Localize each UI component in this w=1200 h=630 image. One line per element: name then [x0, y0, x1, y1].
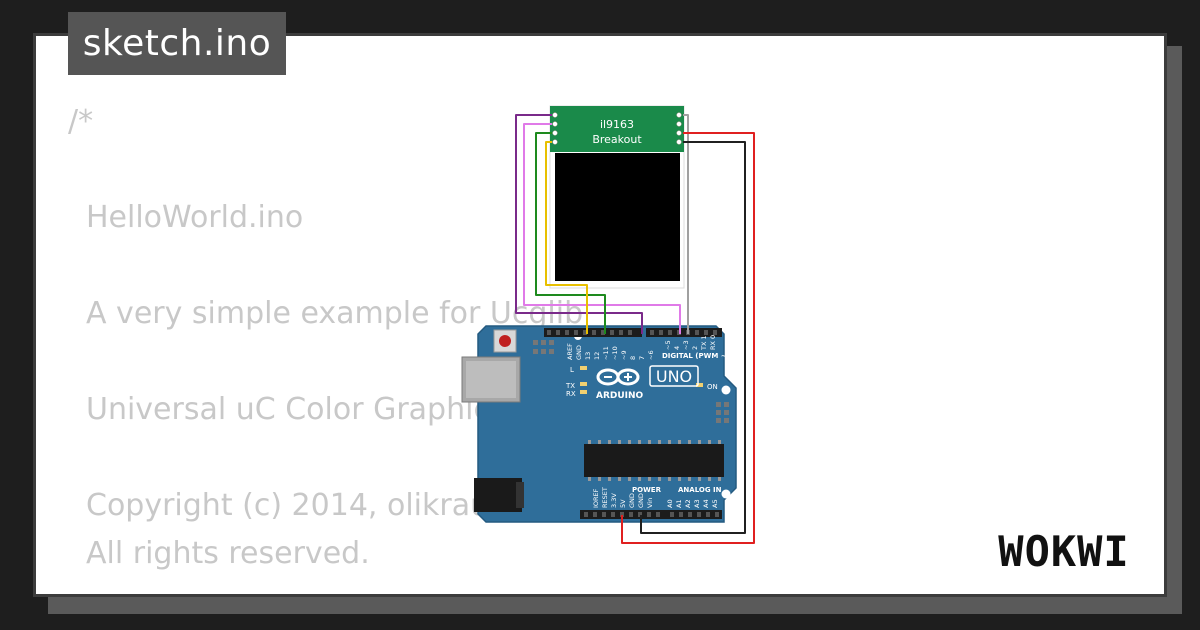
- pin-label: A1: [675, 499, 683, 508]
- pin-label: 4: [673, 346, 681, 350]
- wokwi-logo: WOKWI: [998, 527, 1129, 576]
- pin-label: RESET: [601, 487, 609, 508]
- display-subtitle: Breakout: [592, 133, 642, 146]
- pin-label: ~9: [620, 350, 628, 360]
- pin-label: GND: [637, 493, 645, 508]
- pin-label: ~6: [647, 350, 655, 360]
- pin-label: 2: [691, 346, 699, 350]
- digital-header-right: [646, 328, 722, 337]
- pin-label: GND: [628, 493, 636, 508]
- power-jack: [474, 478, 522, 512]
- pin-label: 13: [584, 352, 592, 360]
- on-led-label: ON: [707, 383, 718, 391]
- wires: [515, 114, 755, 544]
- wire-yellow: [545, 141, 588, 334]
- rx-led-label: RX: [566, 390, 576, 398]
- pin-label: A2: [684, 499, 692, 508]
- atmega-chip: [584, 444, 724, 477]
- wire-pink: [523, 123, 681, 334]
- pin-label: A3: [693, 499, 701, 508]
- pin-label: 3.3V: [610, 493, 618, 508]
- analog-header: [666, 510, 722, 519]
- wokwi-logo-text: WOKWI: [998, 527, 1129, 576]
- display-header: [550, 106, 684, 152]
- pin-label: 5V: [619, 499, 627, 508]
- pin-label: Vin: [646, 498, 654, 508]
- pin-label: RX 0: [709, 335, 717, 350]
- pin-label: ~10: [611, 346, 619, 360]
- code-line: HelloWorld.ino: [86, 200, 304, 235]
- pin-label: TX 1: [700, 335, 708, 351]
- pin-label: AREF: [566, 343, 574, 360]
- analog-label: ANALOG IN: [678, 486, 722, 494]
- wire-black: [640, 141, 746, 534]
- uno-badge: [649, 365, 699, 387]
- digital-label: DIGITAL (PWM ~): [662, 352, 730, 360]
- file-name-tab[interactable]: sketch.ino: [68, 12, 286, 75]
- pin-label: A5: [711, 499, 719, 508]
- code-line: All rights reserved.: [86, 536, 370, 571]
- tx-led-label: TX: [565, 382, 575, 390]
- code-line: /*: [68, 104, 94, 139]
- arduino-infinity-logo: [596, 368, 640, 386]
- pin-label: 8: [629, 356, 637, 360]
- pin-label: GND: [575, 345, 583, 360]
- pin-label: 7: [638, 356, 646, 360]
- display-title: il9163: [600, 118, 634, 131]
- l-led-label: L: [570, 366, 574, 374]
- pin-label: A0: [666, 499, 674, 508]
- wire-green: [535, 132, 606, 334]
- il9163-display-module[interactable]: il9163 Breakout: [549, 105, 685, 289]
- pin-label: ~5: [664, 340, 672, 350]
- wire-purple: [515, 114, 643, 334]
- board-name: UNO: [656, 367, 692, 386]
- pin-label: ~11: [602, 346, 610, 360]
- power-label: POWER: [632, 486, 662, 494]
- display-screen: [555, 153, 680, 281]
- pin-label: 12: [593, 352, 601, 360]
- board-brand: ARDUINO: [596, 391, 644, 401]
- code-line: A very simple example for Ucglib: [86, 296, 584, 331]
- arduino-uno-board[interactable]: UNO ARDUINO ON L TX RX DIGITAL (PWM ~) P…: [461, 325, 737, 523]
- wire-red: [621, 132, 755, 544]
- pin-label: A4: [702, 499, 710, 508]
- pin-label: IOREF: [592, 488, 600, 508]
- wire-gray: [683, 114, 689, 334]
- pin-label: ~3: [682, 340, 690, 350]
